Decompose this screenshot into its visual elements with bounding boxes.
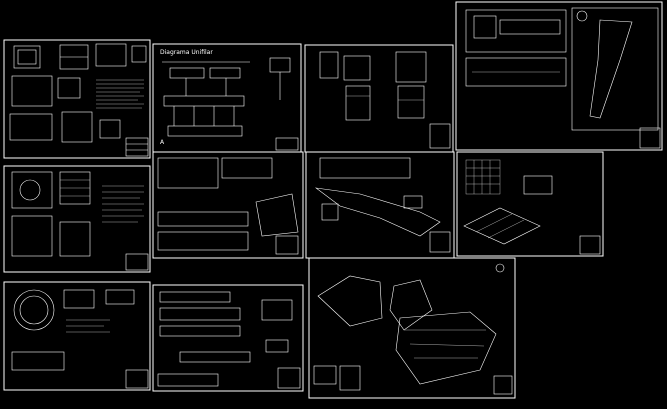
- sheet-general-layout[interactable]: [308, 257, 516, 399]
- sheet-building-plan[interactable]: [3, 165, 151, 273]
- sheet-elevations[interactable]: [152, 151, 304, 259]
- diagram-title: Diagrama Unifilar: [160, 49, 213, 56]
- sheet-tank-details[interactable]: [3, 281, 151, 391]
- sheet-sections[interactable]: [152, 284, 304, 392]
- sheet-electrical-diagram[interactable]: Diagrama Unifilar A: [152, 43, 302, 153]
- sheet-site-section[interactable]: [455, 1, 663, 151]
- sheet-floor-plan-a[interactable]: [304, 44, 454, 153]
- sheet-structural-details[interactable]: [3, 39, 151, 159]
- sheet-structure-grid[interactable]: [456, 151, 604, 257]
- diagram-label-a: A: [160, 139, 165, 146]
- sheet-site-plan[interactable]: [305, 151, 455, 259]
